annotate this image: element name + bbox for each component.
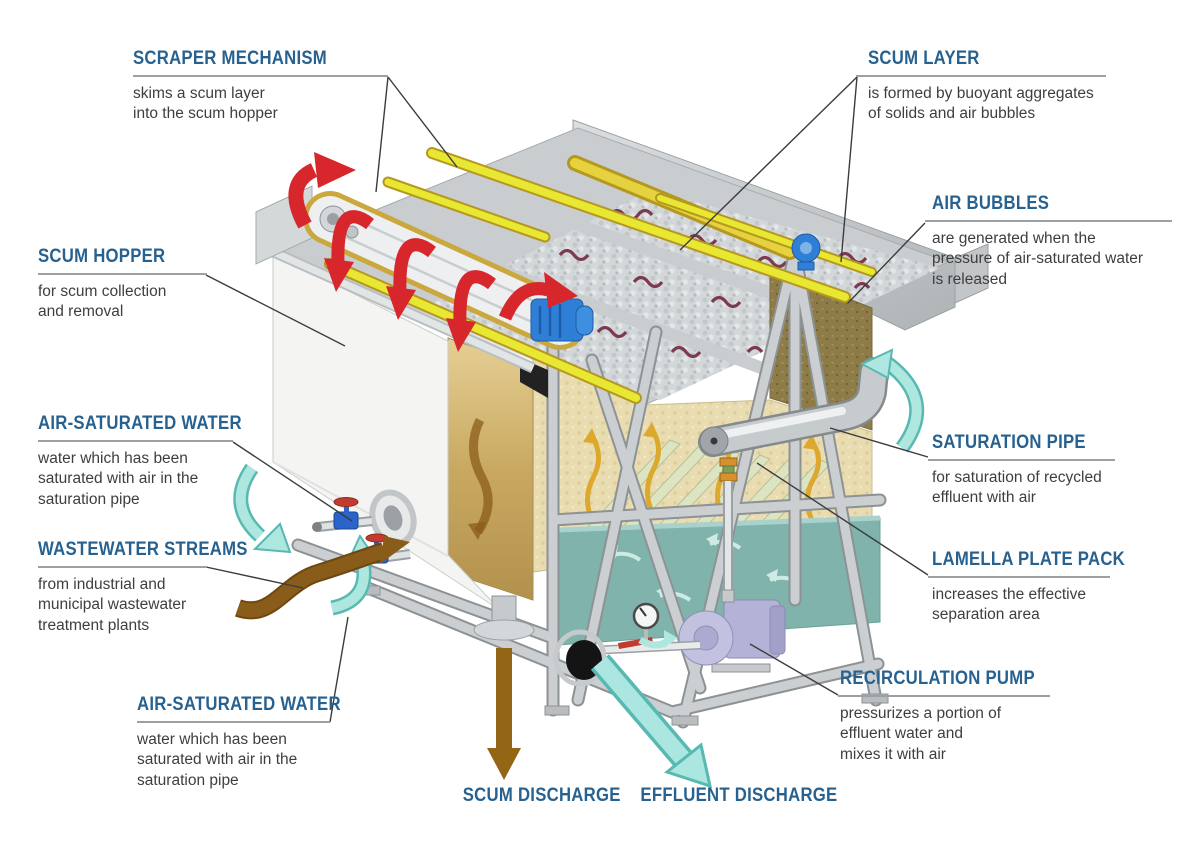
- callout-recirculation-pump: RECIRCULATION PUMP pressurizes a portion…: [838, 668, 1050, 765]
- callout-rule: [38, 273, 207, 275]
- callout-title: AIR BUBBLES: [932, 193, 1050, 214]
- callout-desc: increases the effective separation area: [932, 586, 1086, 624]
- callout-rule: [928, 459, 1115, 461]
- callout-desc: water which has been saturated with air …: [137, 731, 298, 789]
- callout-title: SCRAPER MECHANISM: [133, 48, 327, 69]
- callout-scum-layer: SCUM LAYER is formed by buoyant aggregat…: [856, 48, 1106, 125]
- callout-title: SCUM DISCHARGE: [462, 785, 621, 806]
- callout-lamella-plate-pack: LAMELLA PLATE PACK increases the effecti…: [928, 549, 1125, 626]
- valve-handwheel: [333, 497, 359, 507]
- callout-rule: [137, 721, 330, 723]
- callout-rule: [856, 75, 1106, 77]
- callout-rule: [133, 75, 388, 77]
- callout-air-bubbles: AIR BUBBLES are generated when the press…: [925, 193, 1172, 290]
- callout-desc: water which has been saturated with air …: [38, 450, 199, 508]
- scraper-rotation-arrows: [288, 152, 578, 352]
- inlet-valves: [312, 489, 417, 567]
- scraper-belt: [308, 196, 582, 345]
- callout-title: AIR-SATURATED WATER: [38, 413, 242, 434]
- callout-rule: [925, 220, 1172, 222]
- effluent-discharge-arrow: [590, 654, 713, 789]
- valve-body: [333, 511, 359, 530]
- callout-scraper-mechanism: SCRAPER MECHANISM skims a scum layer int…: [133, 48, 388, 125]
- callout-desc: for scum collection and removal: [38, 283, 167, 321]
- tank-side-panel: [447, 337, 548, 601]
- callout-saturation-pipe: SATURATION PIPE for saturation of recycl…: [928, 432, 1115, 509]
- callout-air-saturated-water-top: AIR-SATURATED WATER water which has been…: [38, 413, 242, 510]
- callout-desc: for saturation of recycled effluent with…: [932, 469, 1102, 507]
- saturation-recycle-arrow: [638, 348, 925, 649]
- drive-motor-small: [791, 233, 821, 271]
- callout-air-saturated-water-bottom: AIR-SATURATED WATER water which has been…: [137, 694, 341, 791]
- callout-scum-discharge: SCUM DISCHARGE: [452, 785, 631, 807]
- callout-rule: [38, 440, 233, 442]
- callout-title: SCUM HOPPER: [38, 246, 166, 267]
- callout-title: LAMELLA PLATE PACK: [932, 549, 1125, 570]
- callout-title: WASTEWATER STREAMS: [38, 539, 248, 560]
- callout-wastewater-streams: WASTEWATER STREAMS from industrial and m…: [38, 539, 248, 636]
- saturation-pipe: [698, 357, 889, 612]
- callout-title: EFFLUENT DISCHARGE: [640, 785, 838, 806]
- callout-desc: are generated when the pressure of air-s…: [932, 230, 1144, 288]
- callout-title: AIR-SATURATED WATER: [137, 694, 341, 715]
- callout-desc: pressurizes a portion of effluent water …: [840, 705, 1002, 763]
- callout-title: SCUM LAYER: [868, 48, 980, 69]
- callout-title: RECIRCULATION PUMP: [840, 668, 1035, 689]
- recirculation-pump: [678, 589, 786, 673]
- callout-desc: skims a scum layer into the scum hopper: [133, 85, 278, 123]
- wastewater-inlet-arrow: [235, 536, 410, 620]
- callout-desc: from industrial and municipal wastewater…: [38, 576, 187, 634]
- callout-effluent-discharge: EFFLUENT DISCHARGE: [627, 785, 851, 807]
- callout-rule: [38, 566, 207, 568]
- machine-body: [205, 76, 989, 789]
- leader-lines: [205, 76, 929, 723]
- callout-scum-hopper: SCUM HOPPER for scum collection and remo…: [38, 246, 207, 323]
- callout-rule: [928, 576, 1110, 578]
- callout-title: SATURATION PIPE: [932, 432, 1086, 453]
- scraper-mechanism: [288, 147, 877, 404]
- drive-motor-large: [530, 298, 594, 342]
- callout-desc: is formed by buoyant aggregates of solid…: [868, 85, 1094, 123]
- scum-discharge-arrow: [487, 648, 521, 780]
- callout-rule: [838, 695, 1050, 697]
